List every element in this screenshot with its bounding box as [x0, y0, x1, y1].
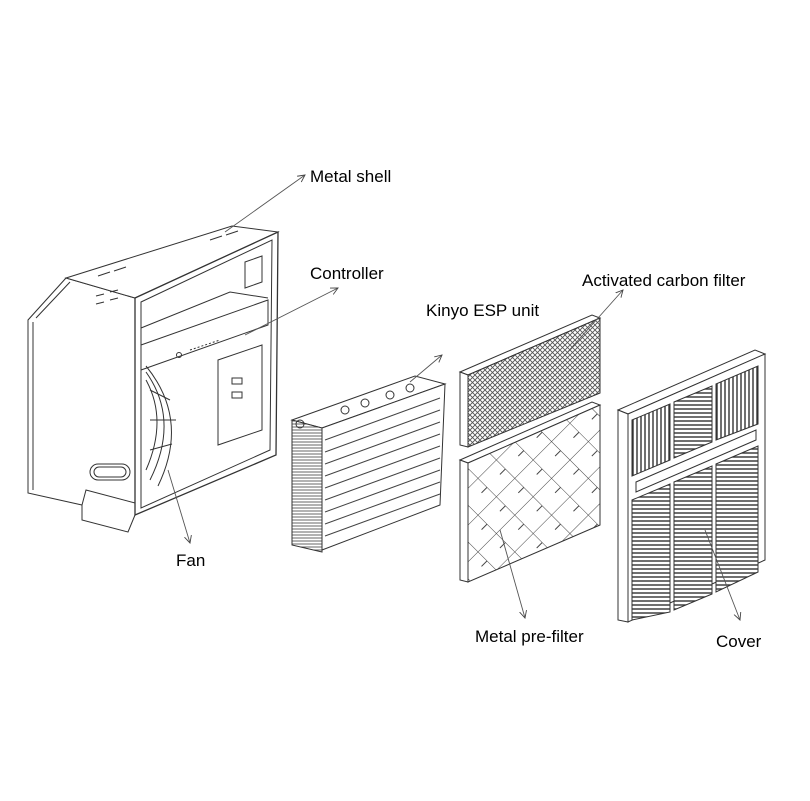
label-controller: Controller [310, 264, 384, 283]
label-metal-shell: Metal shell [310, 167, 392, 186]
label-kinyo-esp-unit: Kinyo ESP unit [426, 301, 540, 320]
pre-filter-drawing [458, 401, 602, 583]
carbon-filter-drawing [458, 314, 602, 448]
metal-shell-drawing [27, 225, 280, 533]
label-activated-carbon-filter: Activated carbon filter [582, 271, 746, 290]
esp-unit-drawing [290, 375, 447, 553]
label-fan: Fan [176, 551, 206, 570]
leader-lines [167, 175, 740, 620]
label-metal-pre-filter: Metal pre-filter [475, 627, 584, 646]
label-cover: Cover [716, 632, 762, 651]
cover-drawing [616, 349, 767, 623]
